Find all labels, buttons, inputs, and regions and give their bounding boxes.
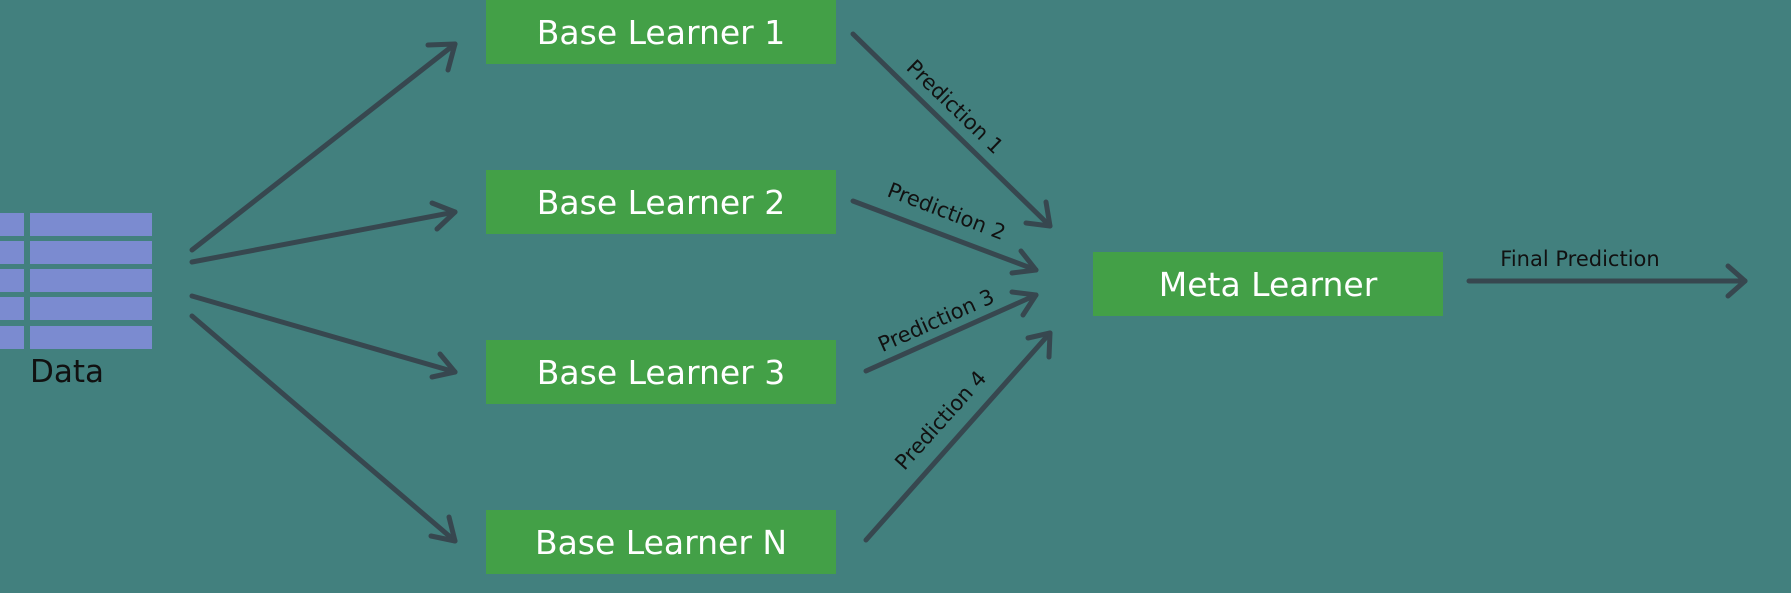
table-cell	[0, 213, 24, 236]
base-learner-3-box: Base Learner 3	[486, 340, 836, 404]
prediction-2-arrow	[850, 198, 1039, 276]
table-cell	[0, 326, 24, 349]
table-cell	[0, 269, 24, 292]
data-label: Data	[30, 354, 105, 390]
meta-learner-box: Meta Learner	[1093, 252, 1443, 316]
table-cell	[30, 241, 152, 264]
base-learner-1-box: Base Learner 1	[486, 0, 836, 64]
final-prediction-arrow	[1466, 263, 1748, 299]
table-cell	[30, 213, 152, 236]
data-to-learner-2-arrow	[189, 200, 458, 265]
data-to-learner-1-arrow	[189, 41, 458, 253]
base-learner-n-label: Base Learner N	[534, 522, 788, 562]
base-learner-3-label: Base Learner 3	[536, 352, 786, 392]
table-cell	[30, 297, 152, 320]
data-to-learner-3-arrow	[189, 293, 458, 380]
final-prediction-label: Final Prediction	[1500, 247, 1659, 271]
table-cell	[30, 269, 152, 292]
base-learner-n-box: Base Learner N	[486, 510, 836, 574]
table-cell	[30, 326, 152, 349]
prediction-3-arrow	[863, 289, 1039, 374]
table-cell	[0, 241, 24, 264]
prediction-4-arrow	[863, 330, 1053, 543]
base-learner-2-label: Base Learner 2	[536, 182, 786, 222]
base-learner-1-label: Base Learner 1	[536, 12, 786, 52]
data-to-learner-n-arrow	[189, 313, 458, 544]
meta-learner-label: Meta Learner	[1158, 264, 1378, 304]
prediction-1-label: Prediction 1	[902, 55, 1008, 159]
table-cell	[0, 297, 24, 320]
base-learner-2-box: Base Learner 2	[486, 170, 836, 234]
prediction-1-arrow	[850, 31, 1053, 229]
